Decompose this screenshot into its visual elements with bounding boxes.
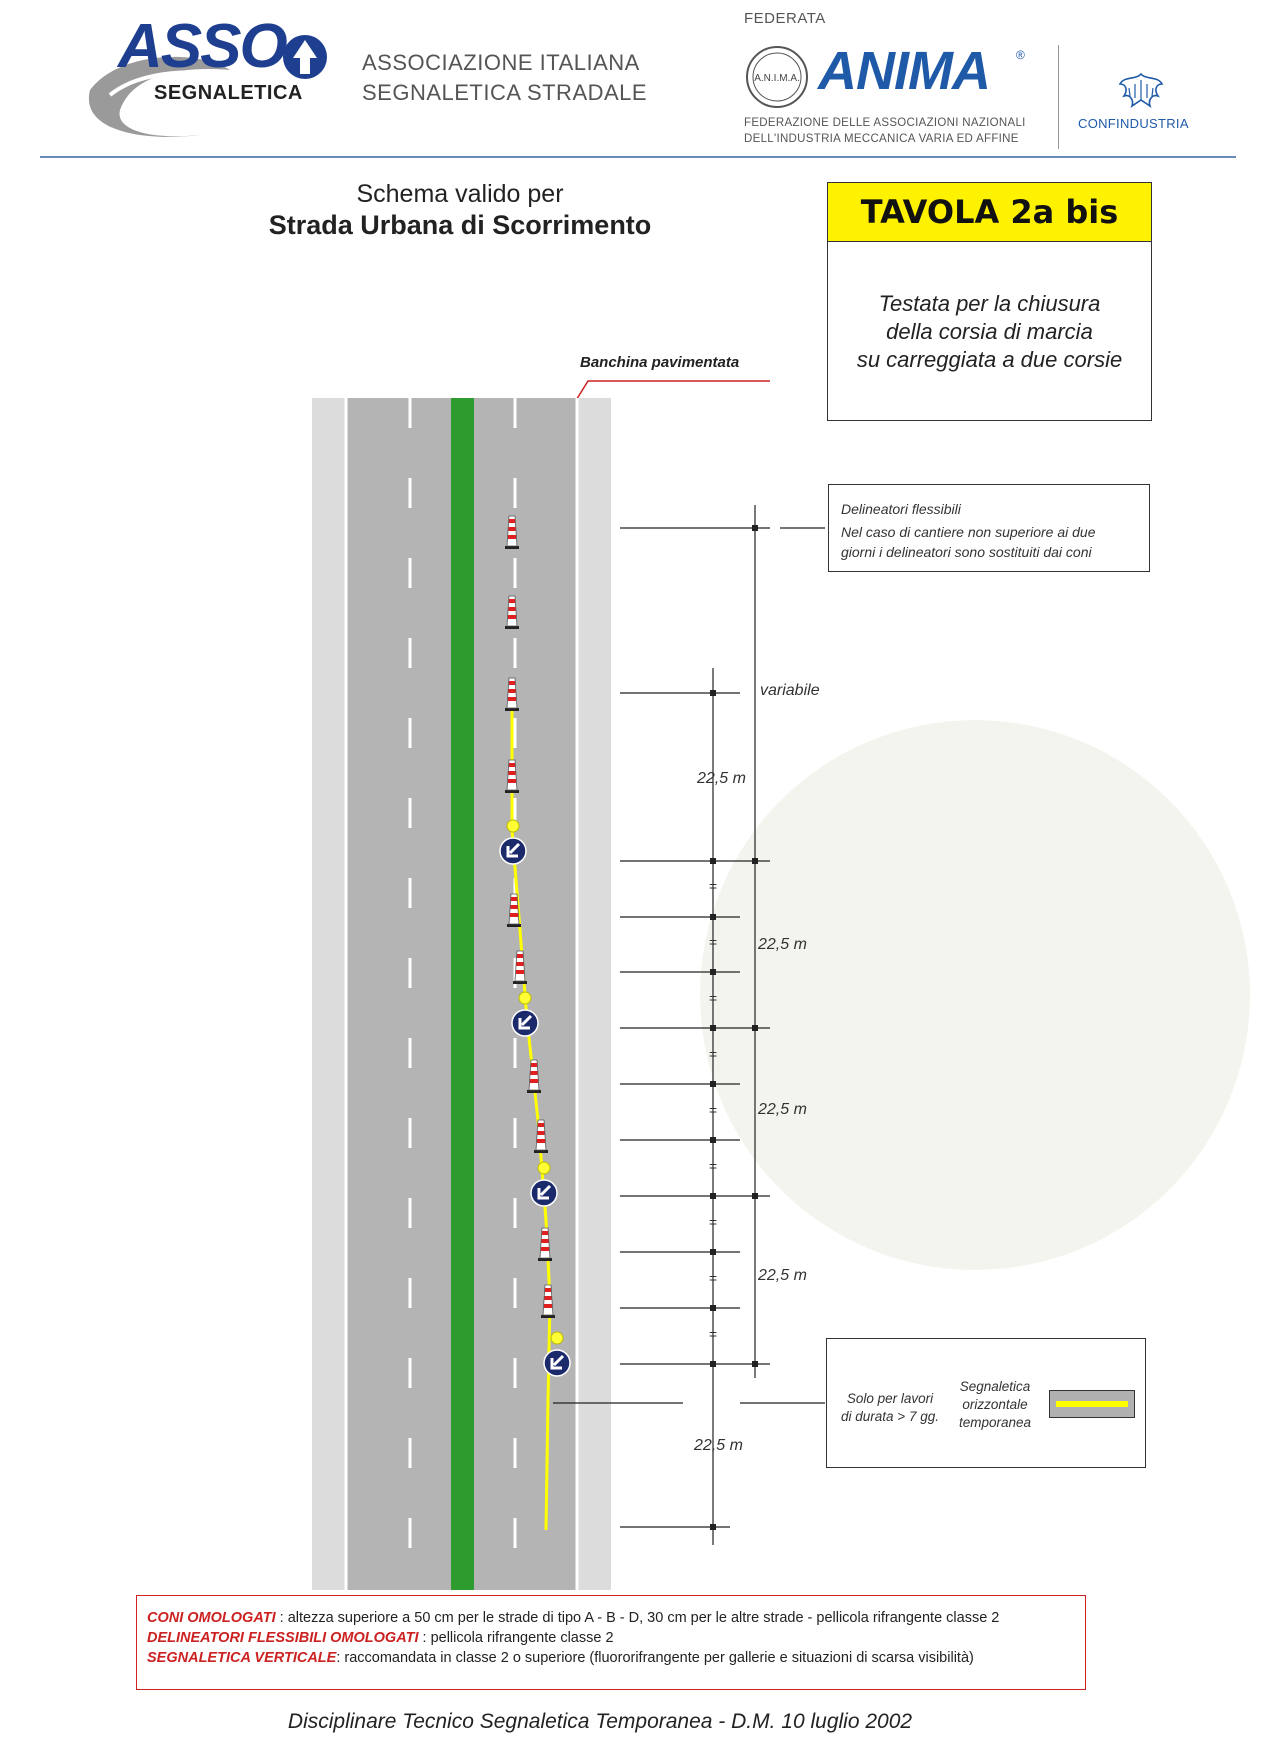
equal-mark: = (709, 934, 718, 950)
dim-label: 22,5 m (758, 1267, 807, 1284)
confindustria-label: CONFINDUSTRIA (1078, 116, 1189, 131)
asso-logo-sub: SEGNALETICA (154, 82, 303, 104)
delineatori-line2: Nel caso di cantiere non superiore ai du… (841, 524, 1096, 540)
schema-title-line2: Strada Urbana di Scorrimento (268, 210, 652, 240)
background-circle (700, 720, 1250, 1270)
note-delineatori: DELINEATORI FLESSIBILI OMOLOGATI : pelli… (147, 1630, 614, 1646)
road-surface (312, 398, 611, 1590)
note-segnaletica: SEGNALETICA VERTICALE: raccomandata in c… (147, 1650, 974, 1666)
footer-reference: Disciplinare Tecnico Segnaletica Tempora… (287, 1710, 913, 1733)
equal-mark: = (709, 1158, 718, 1174)
delineatori-line3: giorni i delineatori sono sostituiti dai… (841, 544, 1092, 560)
notes-box: CONI OMOLOGATI : altezza superiore a 50 … (136, 1595, 1086, 1690)
anima-registered-mark: ® (1016, 48, 1025, 62)
delineatori-legend-box: Delineatori flessibili Nel caso di canti… (828, 484, 1150, 572)
header-separator (1058, 45, 1059, 149)
dimension-ticks (710, 525, 758, 1530)
anima-seal-icon: A.N.I.M.A. (746, 46, 808, 108)
dim-label: 22,5 m (758, 936, 807, 953)
tavola-desc-line3: su carreggiata a due corsie (856, 347, 1123, 372)
dim-label: 22,5 m (758, 1101, 807, 1118)
tavola-desc-line2: della corsia di marcia (886, 319, 1093, 344)
asso-logo-word: ASSO (118, 12, 288, 81)
assoc-name-line2: SEGNALETICA STRADALE (362, 80, 648, 105)
tavola-box: TAVOLA 2a bis Testata per la chiusura de… (827, 182, 1152, 421)
dim-label: 22,5 m (697, 770, 746, 787)
federata-label: FEDERATA (744, 10, 826, 27)
banchina-label: Banchina pavimentata (580, 354, 740, 371)
segnaletica-legend-box: Solo per lavori di durata > 7 gg. Segnal… (826, 1338, 1146, 1468)
equal-mark: = (709, 1270, 718, 1286)
note-segn-key: SEGNALETICA VERTICALE (147, 1650, 337, 1666)
tavola-label: TAVOLA 2a bis (828, 183, 1151, 242)
assoc-name-line1: ASSOCIAZIONE ITALIANA (362, 50, 640, 75)
green-median (451, 398, 474, 1590)
dim-label: 22,5 m (694, 1437, 743, 1454)
segnaletica-line1: Segnaletica (959, 1379, 1031, 1394)
federazione-line2: DELL'INDUSTRIA MECCANICA VARIA ED AFFINE (744, 133, 1019, 145)
tavola-desc-line1: Testata per la chiusura (878, 291, 1101, 316)
header-rule (40, 156, 1236, 158)
federazione-line1: FEDERAZIONE DELLE ASSOCIAZIONI NAZIONALI (744, 117, 1026, 129)
asso-logo-swoosh (88, 35, 327, 137)
confindustria-eagle-icon (1118, 72, 1164, 108)
solo-line1: Solo per lavori (846, 1391, 934, 1406)
note-deli-key: DELINEATORI FLESSIBILI OMOLOGATI (147, 1630, 419, 1646)
yellow-marking-sample (1049, 1390, 1135, 1418)
equal-mark: = (709, 1214, 718, 1230)
note-coni: CONI OMOLOGATI : altezza superiore a 50 … (147, 1610, 999, 1626)
equal-mark: = (709, 990, 718, 1006)
anima-seal-text: A.N.I.M.A. (754, 73, 800, 84)
delineatori-title: Delineatori flessibili (841, 501, 961, 517)
equal-mark: = (709, 1326, 718, 1342)
segnaletica-line2: orizzontale (962, 1397, 1028, 1412)
note-segn-text: : raccomandata in classe 2 o superiore (… (336, 1650, 974, 1666)
solo-line2: di durata > 7 gg. (841, 1409, 939, 1424)
segnaletica-line3: temporanea (958, 1415, 1032, 1430)
note-coni-key: CONI OMOLOGATI (147, 1610, 276, 1626)
road-diagram (312, 380, 1250, 1590)
dimension-lines (553, 505, 825, 1545)
anima-logo-word: ANIMA (818, 41, 991, 101)
equal-mark: = (709, 878, 718, 894)
note-deli-text: : pellicola rifrangente classe 2 (418, 1630, 614, 1646)
equal-mark: = (709, 1102, 718, 1118)
schema-title-line1: Schema valido per (356, 180, 564, 208)
note-coni-text: : altezza superiore a 50 cm per le strad… (275, 1610, 1000, 1626)
equal-mark: = (709, 1046, 718, 1062)
dim-variabile: variabile (760, 682, 820, 699)
